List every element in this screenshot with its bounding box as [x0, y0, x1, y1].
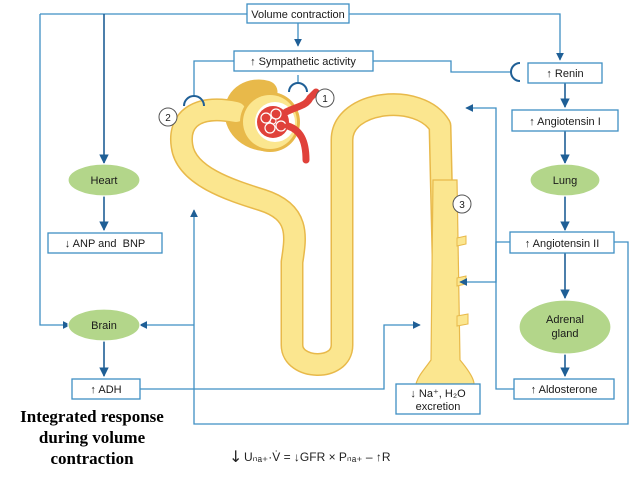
glomerulus: [257, 88, 320, 164]
caption-line-3: contraction: [50, 449, 134, 468]
angiotensin-1-label: ↑ Angiotensin I: [529, 116, 601, 128]
adh-node: ↑ ADH: [71, 378, 141, 400]
lung-node: Lung: [529, 163, 601, 197]
formula-down-arrow-icon: ↓: [229, 447, 243, 466]
adrenal-label-line2: gland: [552, 328, 579, 340]
volume-contraction-node: Volume contraction: [246, 3, 350, 24]
marker-2-label: 2: [165, 113, 171, 124]
sympathetic-activity-node: ↑ Sympathetic activity: [233, 50, 374, 72]
marker-3-label: 3: [459, 200, 465, 211]
adrenal-gland-node: Adrenal gland: [518, 299, 612, 355]
renin-node: ↑ Renin: [527, 62, 603, 84]
brain-node: Brain: [67, 308, 141, 342]
marker-3: 3: [452, 194, 472, 214]
sodium-excretion-formula: Uₙₐ₊·V̇ = ↓GFR × Pₙₐ₊ – ↑R: [244, 450, 391, 464]
volume-contraction-label: Volume contraction: [251, 9, 345, 21]
anp-bnp-label: ↓ ANP and BNP: [65, 238, 146, 250]
renin-label: ↑ Renin: [546, 68, 583, 80]
angiotensin-1-node: ↑ Angiotensin I: [511, 109, 619, 132]
brain-label: Brain: [91, 320, 117, 332]
marker-1-label: 1: [322, 94, 328, 105]
angiotensin-2-label: ↑ Angiotensin II: [525, 238, 600, 250]
adrenal-label-line1: Adrenal: [546, 314, 584, 326]
aldosterone-label: ↑ Aldosterone: [531, 384, 598, 396]
adh-label: ↑ ADH: [90, 384, 121, 396]
excretion-label-line2: excretion: [416, 401, 461, 413]
diagram-caption: Integrated response during volume contra…: [2, 406, 182, 469]
nephron: [169, 79, 475, 385]
marker-1: 1: [315, 88, 335, 108]
caption-line-2: during volume: [38, 428, 146, 447]
formula-text: Uₙₐ₊·V̇ = ↓GFR × Pₙₐ₊ – ↑R: [244, 450, 391, 464]
caption-line-1: Integrated response: [20, 407, 164, 426]
angiotensin-2-node: ↑ Angiotensin II: [509, 231, 615, 254]
marker-2: 2: [158, 107, 178, 127]
heart-node: Heart: [67, 163, 141, 197]
heart-label: Heart: [91, 175, 118, 187]
lung-label: Lung: [553, 175, 577, 187]
excretion-node: ↓ Na⁺, H₂O excretion: [395, 383, 481, 415]
anp-bnp-node: ↓ ANP and BNP: [47, 232, 163, 254]
aldosterone-node: ↑ Aldosterone: [513, 378, 615, 400]
excretion-label-line1: ↓ Na⁺, H₂O: [410, 388, 466, 400]
sympathetic-activity-label: ↑ Sympathetic activity: [250, 56, 356, 68]
connector-lines: [39, 13, 629, 425]
